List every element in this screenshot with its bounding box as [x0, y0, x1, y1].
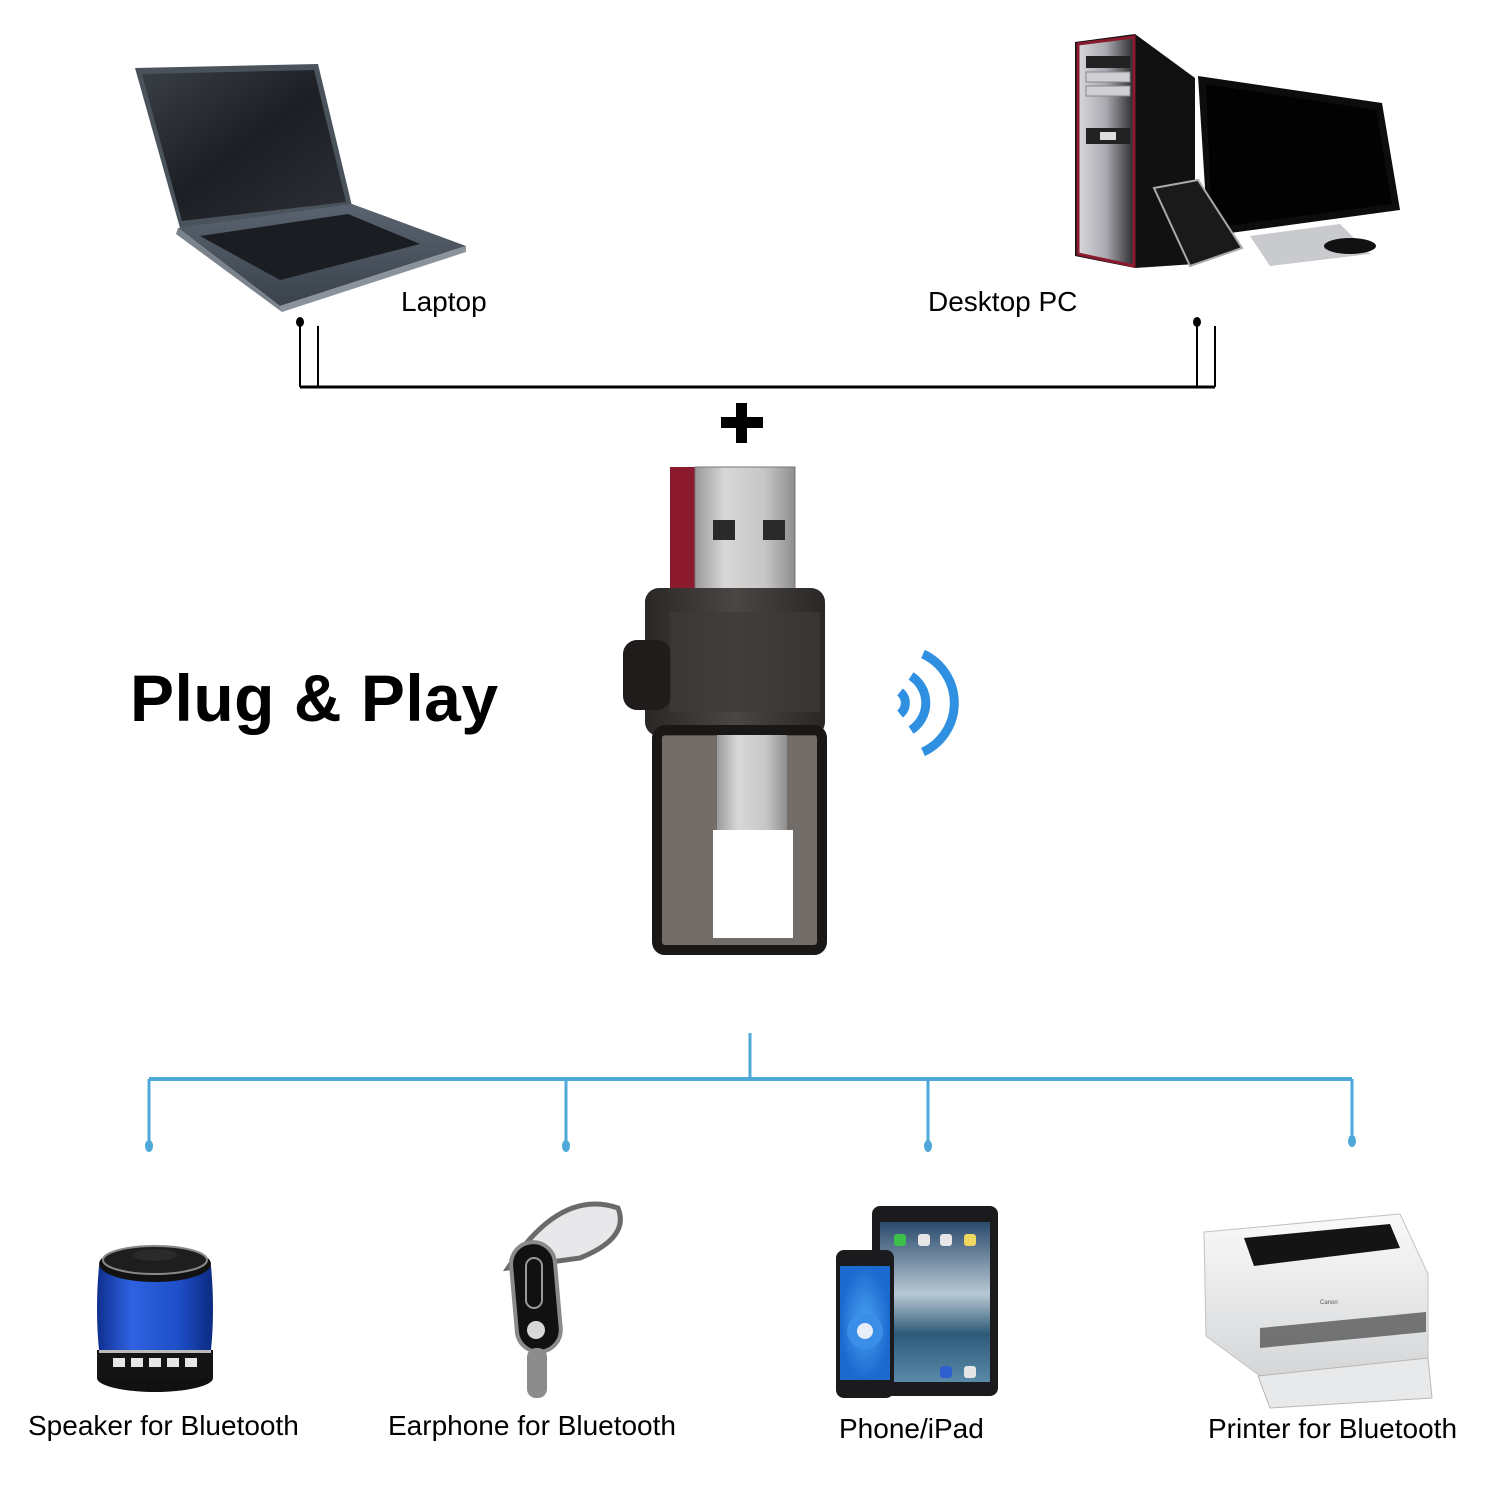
laptop-connector-dot — [296, 317, 304, 327]
device-connector-lines — [145, 1033, 1356, 1152]
speaker-icon — [97, 1245, 213, 1392]
svg-text:Canon: Canon — [1320, 1300, 1338, 1306]
printer-label: Printer for Bluetooth — [1208, 1413, 1458, 1444]
laptop-label: Laptop — [401, 286, 487, 317]
phone-tablet-icon — [836, 1206, 998, 1398]
usb-bluetooth-adapter-icon — [623, 466, 827, 955]
speaker-connector-dot — [145, 1140, 153, 1152]
desktop-pc-label: Desktop PC — [928, 286, 1078, 317]
laptop-icon — [135, 64, 466, 312]
phone-connector-dot — [924, 1140, 932, 1152]
desktop-connector-dot — [1193, 317, 1201, 327]
speaker-label: Speaker for Bluetooth — [28, 1410, 299, 1441]
earphone-connector-dot — [562, 1140, 570, 1152]
printer-icon: Canon — [1203, 1213, 1433, 1409]
wireless-signal-icon — [896, 649, 959, 757]
phone-ipad-label: Phone/iPad — [839, 1413, 984, 1444]
plug-and-play-title: Plug & Play — [130, 661, 499, 735]
earphone-label: Earphone for Bluetooth — [388, 1410, 676, 1441]
earphone-icon — [502, 1201, 623, 1398]
host-connector-lines — [296, 317, 1216, 389]
printer-connector-dot — [1348, 1135, 1356, 1147]
plus-icon — [721, 403, 763, 443]
desktop-pc-icon — [1075, 34, 1400, 268]
